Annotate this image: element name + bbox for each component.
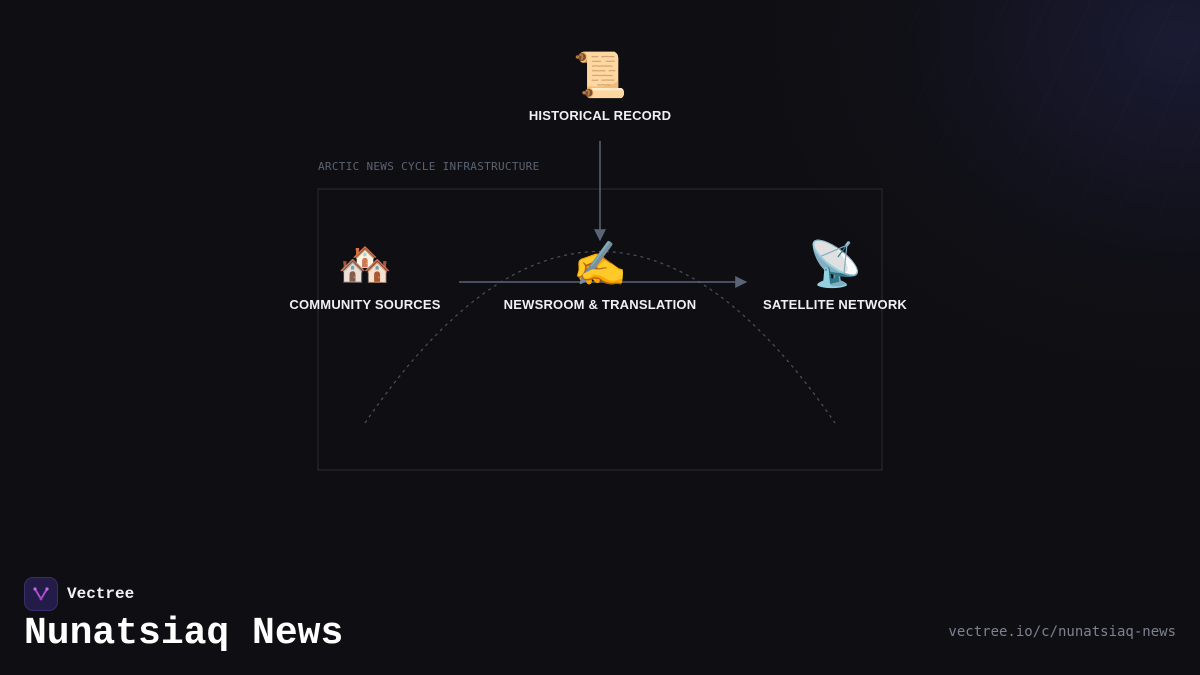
node-satellite-network: 📡 SATELLITE NETWORK: [763, 239, 907, 312]
vectree-logo-icon: [24, 577, 58, 611]
scroll-icon: 📜: [572, 51, 628, 100]
page-title: Nunatsiaq News: [24, 612, 344, 655]
cycle-arc: [364, 251, 836, 424]
brand-name: Vectree: [67, 585, 135, 603]
node-label: HISTORICAL RECORD: [528, 108, 672, 123]
node-label: NEWSROOM & TRANSLATION: [503, 297, 697, 312]
node-historical-record: 📜 HISTORICAL RECORD: [529, 50, 671, 123]
group-label: ARCTIC NEWS CYCLE INFRASTRUCTURE: [318, 160, 540, 173]
satellite-dish-icon: 📡: [807, 240, 863, 289]
brand[interactable]: Vectree: [24, 577, 134, 611]
node-community-sources: 🏘️ COMMUNITY SOURCES: [289, 239, 440, 312]
page-url[interactable]: vectree.io/c/nunatsiaq-news: [948, 624, 1176, 640]
houses-icon: 🏘️: [337, 240, 393, 289]
node-label: COMMUNITY SOURCES: [289, 297, 441, 312]
node-label: SATELLITE NETWORK: [763, 297, 907, 312]
writing-hand-icon: ✍️: [572, 240, 628, 289]
node-newsroom-translation: ✍️ NEWSROOM & TRANSLATION: [504, 239, 697, 312]
